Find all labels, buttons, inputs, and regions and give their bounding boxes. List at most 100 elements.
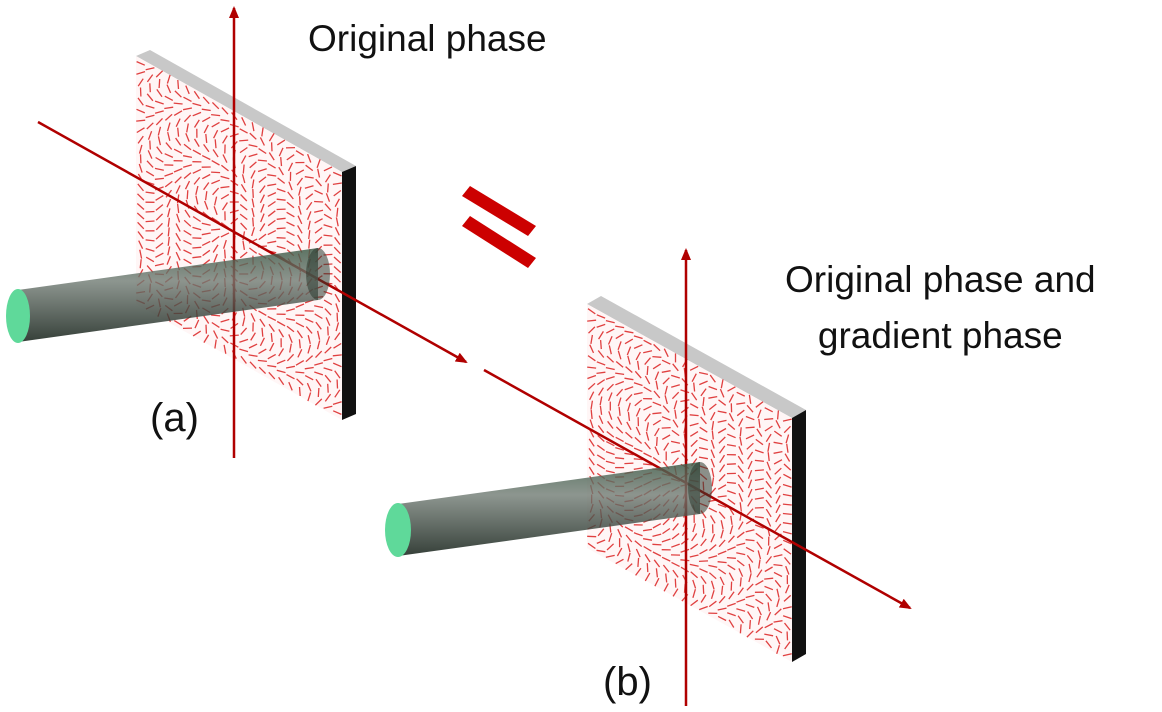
phase-element [166, 122, 171, 132]
phase-element [267, 353, 277, 360]
phase-element [615, 446, 625, 451]
phase-element [220, 164, 229, 172]
phase-element [239, 348, 249, 353]
phase-element [711, 430, 714, 440]
phase-element [146, 265, 154, 273]
phase-element [700, 388, 707, 397]
phase-element [605, 460, 615, 465]
phase-element [324, 346, 332, 354]
phase-element [642, 538, 653, 541]
phase-element [166, 74, 171, 84]
phase-element [765, 499, 772, 508]
phase-element [754, 515, 764, 519]
phase-element [674, 409, 677, 419]
phase-element [755, 401, 764, 408]
phase-element [333, 256, 342, 264]
phase-element [783, 594, 792, 602]
phase-element [280, 157, 283, 167]
phase-element [652, 419, 662, 426]
phase-element [240, 155, 247, 164]
phase-element [138, 144, 143, 154]
phase-element [652, 456, 661, 464]
phase-element [588, 466, 595, 475]
phase-element [165, 189, 173, 198]
phase-element [738, 492, 744, 502]
phase-element [307, 392, 312, 402]
phase-element [698, 436, 708, 442]
phase-element [755, 580, 764, 586]
phase-element [276, 227, 286, 230]
phase-element [699, 549, 708, 555]
phase-element [175, 223, 181, 232]
phase-element [689, 365, 699, 371]
phase-element [258, 233, 267, 241]
phase-element [698, 456, 709, 460]
phase-element [205, 133, 208, 143]
phase-element [137, 135, 144, 144]
phase-element [654, 577, 660, 587]
phase-element [746, 508, 754, 516]
phase-element [748, 563, 752, 573]
phase-element [720, 520, 724, 530]
phase-element [249, 132, 257, 140]
phase-element [644, 441, 651, 450]
phase-element [739, 436, 743, 446]
phase-element [747, 498, 753, 507]
phase-element [599, 405, 603, 415]
phase-element [267, 364, 277, 368]
phase-element [324, 203, 332, 211]
phase-element [137, 193, 145, 201]
phase-element [155, 222, 163, 231]
phase-element [764, 425, 773, 432]
phase-element [192, 149, 202, 156]
phase-element [276, 217, 286, 220]
phase-element [689, 403, 699, 409]
phase-element [773, 543, 783, 550]
phase-element [203, 315, 210, 324]
phase-element [323, 299, 333, 306]
phase-element [664, 385, 668, 395]
phase-element [276, 198, 286, 201]
phase-element [213, 330, 219, 339]
phase-element [773, 563, 783, 567]
phase-element [267, 192, 277, 197]
phase-element [644, 572, 651, 582]
phase-element [758, 418, 761, 428]
phase-element [240, 327, 248, 336]
phase-element [708, 600, 717, 608]
phase-element [167, 227, 170, 237]
phase-element [286, 325, 295, 333]
phase-element [672, 457, 679, 465]
phase-element [317, 387, 320, 398]
phase-element [782, 522, 792, 525]
phase-element [754, 469, 764, 472]
phase-element [147, 130, 153, 140]
phase-element [617, 416, 623, 425]
phase-element [625, 431, 633, 439]
phase-element [746, 555, 754, 563]
phase-element [615, 325, 625, 329]
phase-element [785, 565, 790, 575]
phase-element [136, 203, 145, 210]
phase-element [710, 590, 715, 599]
phase-element [314, 305, 324, 309]
phase-element [745, 426, 755, 429]
phase-element [766, 611, 772, 621]
phase-element [736, 608, 746, 612]
phase-element [334, 389, 341, 398]
phase-element [316, 340, 321, 350]
phase-element [242, 164, 245, 174]
phase-element [304, 375, 314, 381]
phase-element [775, 504, 781, 514]
phase-element [145, 191, 155, 194]
phase-element [736, 402, 746, 405]
phase-element [633, 467, 643, 470]
phase-element [166, 84, 172, 94]
phase-element [220, 127, 230, 133]
phase-element [652, 543, 662, 546]
phase-element [717, 615, 727, 622]
phase-element [739, 502, 742, 512]
phase-element [717, 607, 727, 611]
phase-element [783, 548, 792, 555]
phase-element [708, 544, 717, 551]
